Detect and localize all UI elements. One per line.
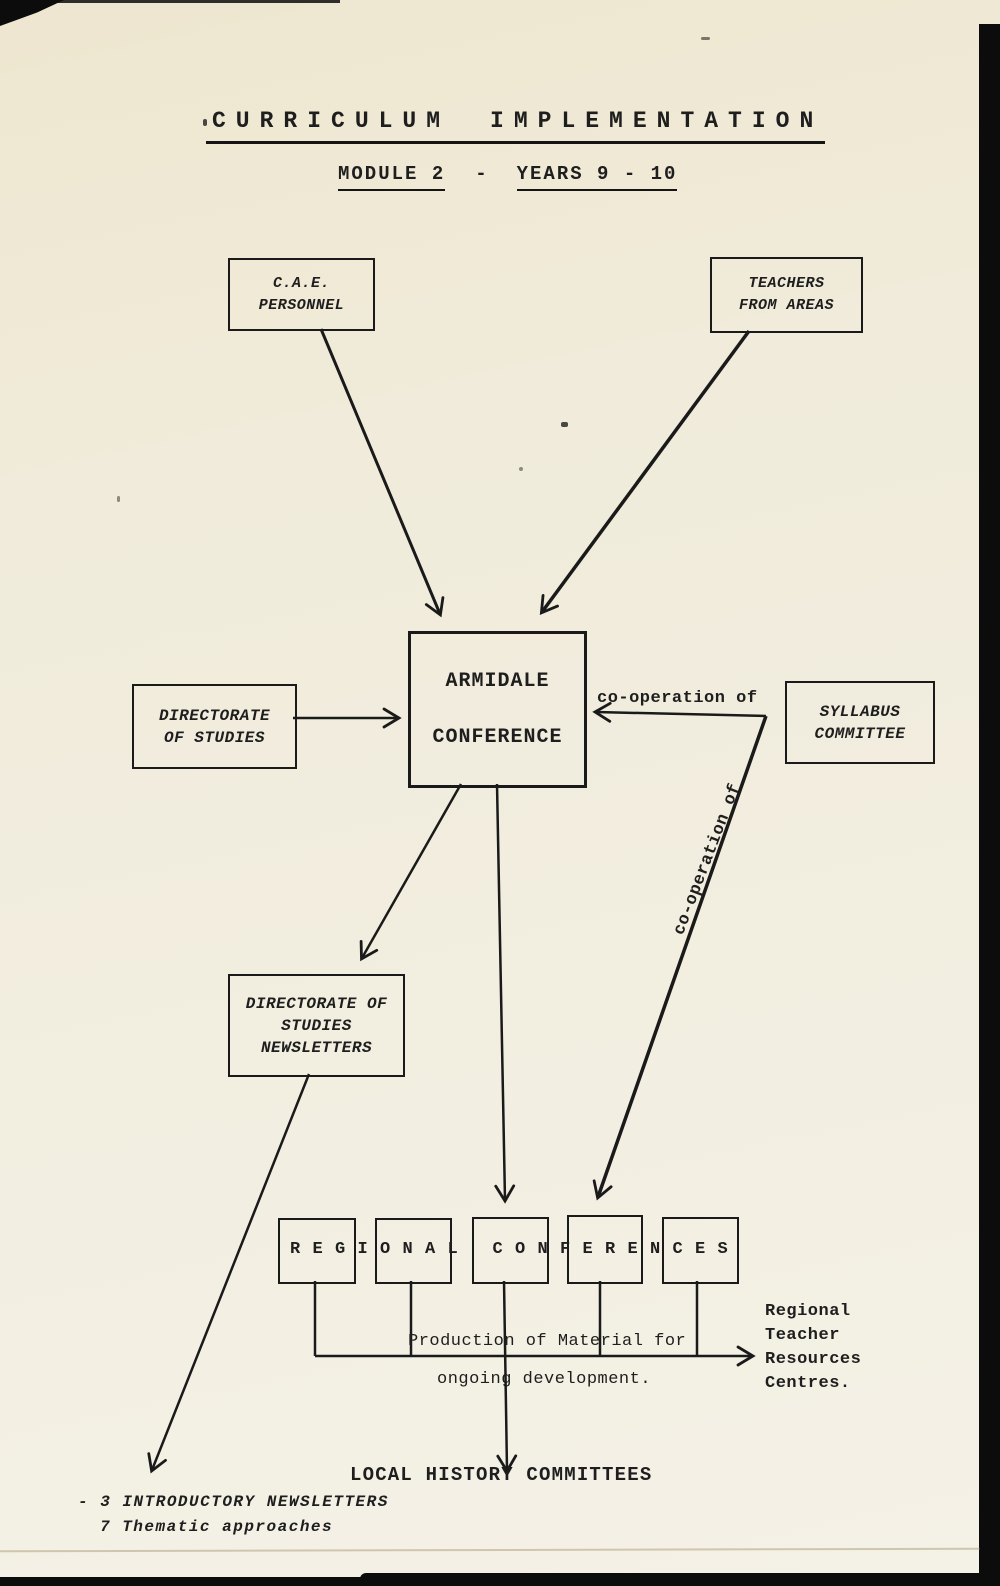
scan-speck [701, 37, 710, 40]
rtrc-line2: Teacher [765, 1326, 840, 1345]
node-directorate-newsletters: DIRECTORATE OF STUDIES NEWSLETTERS [228, 974, 405, 1077]
arrow-armidale-to-newsletters [359, 783, 463, 962]
node-armidale-conference: ARMIDALE CONFERENCE [408, 631, 587, 788]
regional-teacher-resources-centres: Regional Teacher Resources Centres. [765, 1300, 861, 1396]
regional-box-4 [567, 1215, 643, 1284]
footnote-introductory-newsletters: - 3 INTRODUCTORY NEWSLETTERS [78, 1493, 389, 1511]
rtrc-line4: Centres. [765, 1374, 851, 1393]
node-teachers-line2: FROM AREAS [738, 297, 834, 314]
regional-box-2 [375, 1218, 452, 1284]
node-cae-personnel-line2: PERSONNEL [258, 296, 345, 314]
node-syllabus-line2: COMMITTEE [814, 724, 906, 743]
node-teachers-from-areas: TEACHERS FROM AREAS [710, 257, 863, 333]
node-cae-personnel: C.A.E. PERSONNEL [228, 258, 375, 331]
regional-box-3 [472, 1217, 549, 1284]
local-history-committees-label: LOCAL HISTORY COMMITTEES [350, 1464, 653, 1486]
arrow-teachers-to-armidale [539, 329, 751, 615]
scan-edge-top [0, 0, 340, 3]
scan-edge-bottom-bump [360, 1573, 1000, 1586]
arrow-syllabus-to-armidale [592, 701, 767, 723]
subtitle-dash: - [475, 163, 487, 185]
cooperation-of-label-horizontal: co-operation of [597, 689, 758, 708]
page-title: CURRICULUM IMPLEMENTATION [206, 108, 826, 144]
rtrc-line3: Resources [765, 1350, 862, 1369]
production-material-line1: Production of Material for [408, 1332, 687, 1351]
node-newsletters-line1: DIRECTORATE OF [245, 994, 388, 1013]
node-syllabus-committee: SYLLABUS COMMITTEE [785, 681, 935, 764]
node-armidale-line2: CONFERENCE [432, 726, 563, 749]
arrow-newsletters-to-footnote [147, 1073, 311, 1474]
subtitle-years: YEARS 9 - 10 [516, 163, 678, 191]
title-word-implementation: IMPLEMENTATION [490, 108, 824, 134]
scan-speck [561, 422, 568, 427]
regional-box-1 [278, 1218, 356, 1284]
arrow-syllabus-to-regional [592, 715, 768, 1201]
subtitle-module: MODULE 2 [338, 163, 446, 191]
rtrc-line1: Regional [765, 1302, 851, 1321]
footnote-thematic-approaches: 7 Thematic approaches [100, 1518, 334, 1536]
node-dos-line2: OF STUDIES [163, 728, 265, 747]
node-syllabus-line1: SYLLABUS [819, 702, 901, 721]
scan-speck [117, 496, 120, 502]
node-cae-personnel-line1: C.A.E. [272, 274, 330, 292]
node-teachers-line1: TEACHERS [748, 275, 825, 292]
arrow-cae-to-armidale [319, 328, 445, 618]
page-subtitle: MODULE 2 - YEARS 9 - 10 [338, 163, 678, 191]
scan-speck [519, 467, 523, 471]
title-word-curriculum: CURRICULUM [212, 108, 451, 134]
regional-conferences-label: REGIONAL CONFERENCES [290, 1240, 741, 1259]
node-dos-line1: DIRECTORATE [158, 706, 271, 725]
node-directorate-of-studies: DIRECTORATE OF STUDIES [132, 684, 297, 769]
regional-box-5 [662, 1217, 739, 1284]
scan-speck [203, 119, 207, 126]
node-armidale-line1: ARMIDALE [445, 670, 550, 693]
node-newsletters-line3: NEWSLETTERS [260, 1038, 373, 1057]
node-newsletters-line2: STUDIES [281, 1016, 352, 1035]
scan-edge-right [979, 24, 1000, 1586]
arrow-armidale-to-regional [494, 783, 516, 1204]
arrow-regional-to-localhistory [496, 1280, 518, 1474]
production-material-line2: ongoing development. [437, 1370, 652, 1389]
